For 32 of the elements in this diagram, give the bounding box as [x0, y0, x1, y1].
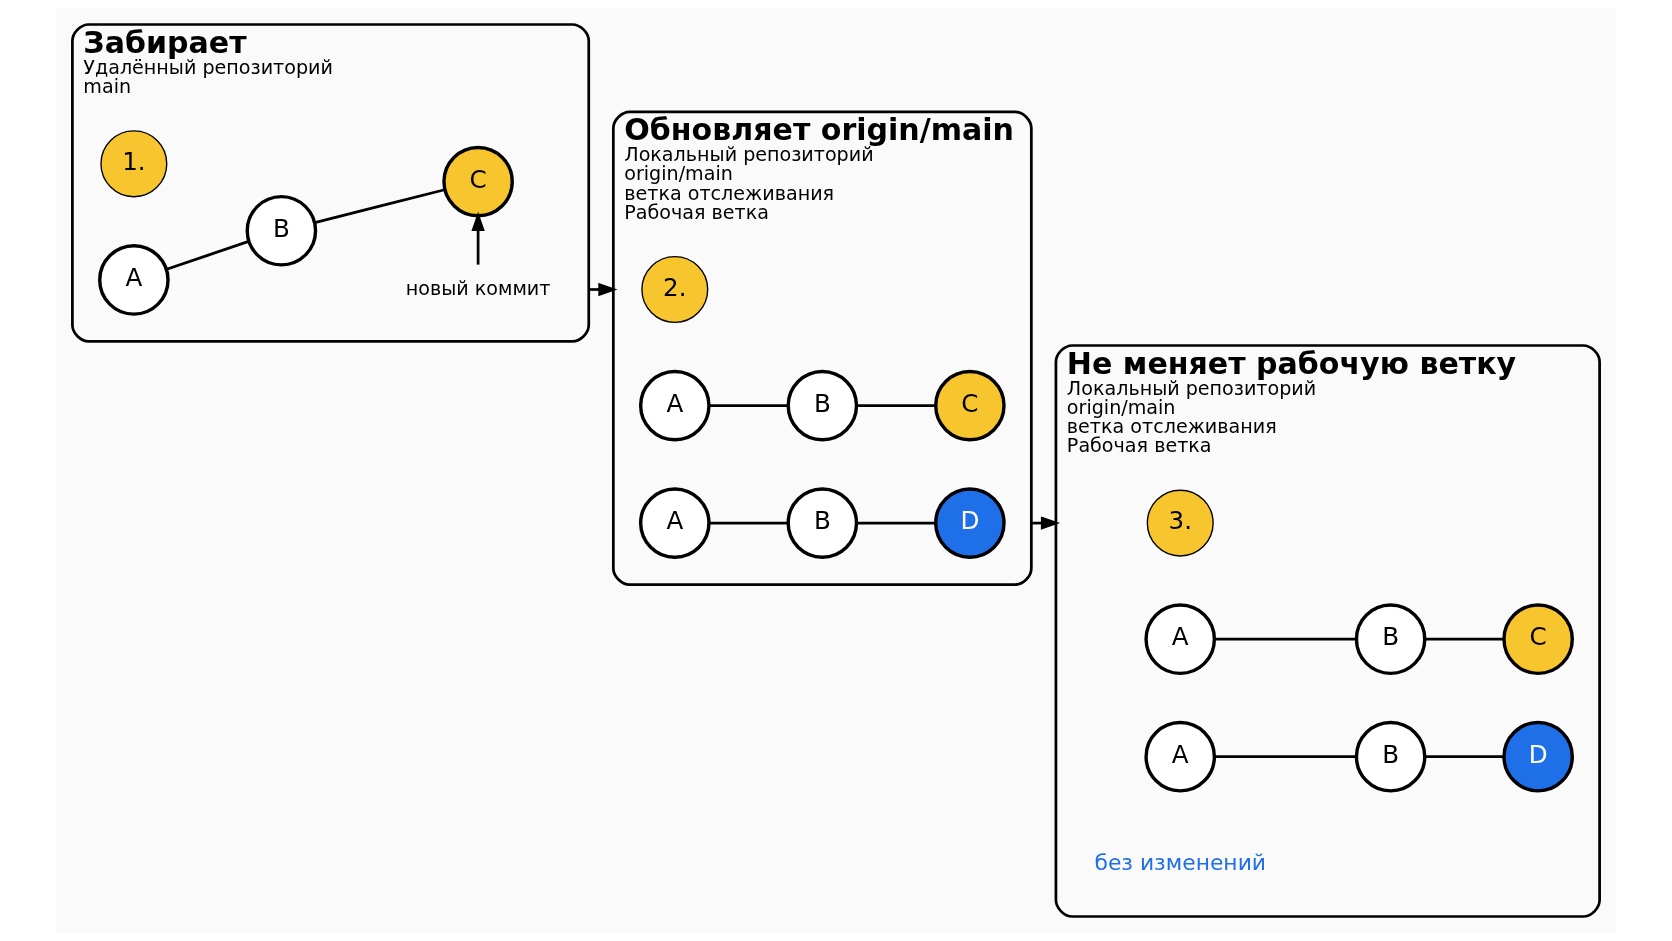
node-text: без изменений [1094, 849, 1267, 875]
node-circle: B [1354, 720, 1427, 793]
node-circle: C [934, 369, 1006, 442]
node-circle: 2. [641, 255, 709, 324]
node-circle: 3. [1146, 489, 1214, 557]
connector [856, 521, 936, 525]
node-circle: A [638, 487, 711, 559]
node-circle: D [934, 487, 1006, 559]
arrow [471, 211, 485, 265]
node-circle: A [1144, 720, 1217, 793]
node-circle: D [1502, 720, 1574, 793]
connector [709, 521, 788, 525]
connector [314, 188, 445, 224]
node-circle: C [1502, 603, 1574, 676]
connector [709, 404, 788, 407]
connector [856, 404, 936, 407]
connector [1214, 637, 1357, 641]
node-text: новый коммит [405, 276, 551, 300]
node-circle: B [786, 487, 859, 559]
node-circle: B [245, 194, 318, 267]
node-circle: C [442, 145, 514, 218]
connector [1214, 755, 1357, 759]
node-circle: 1. [100, 130, 168, 198]
connector [166, 240, 250, 271]
node-circle: A [638, 369, 711, 442]
node-circle: A [1144, 603, 1217, 676]
node-circle: B [786, 369, 859, 442]
connector [1424, 637, 1504, 641]
node-circle: A [98, 244, 170, 316]
connector [1424, 755, 1504, 759]
arrow [588, 282, 618, 297]
node-circle: B [1354, 603, 1427, 676]
